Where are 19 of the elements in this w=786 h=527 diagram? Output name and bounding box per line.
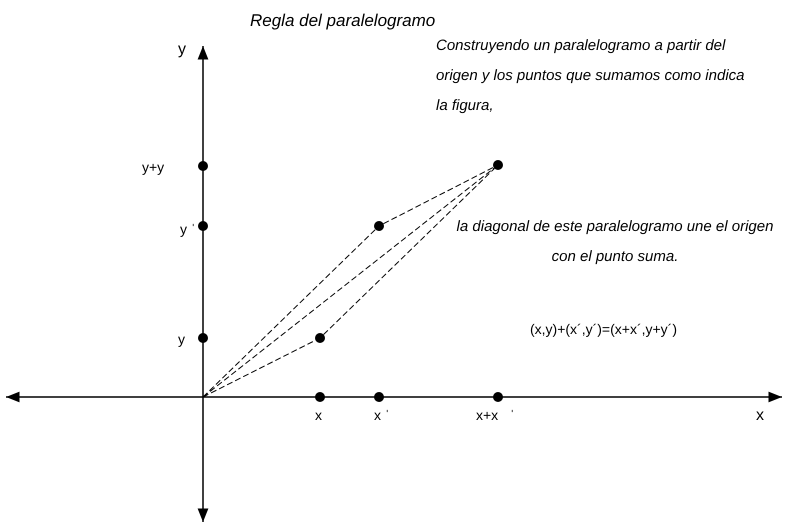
axis-label: x	[756, 408, 764, 424]
tick-label: x+x ˈ	[476, 408, 515, 422]
formula-text: (x,y)+(x´,y´)=(x+x´,y+y´)	[530, 322, 677, 336]
diagram-title: Regla del paralelogramo	[250, 12, 436, 29]
tick-label: y ˈ	[180, 222, 196, 236]
tick-label: y+y	[142, 160, 164, 174]
point-dot	[374, 221, 384, 231]
axis-label: y	[178, 42, 186, 58]
dashed-line	[382, 166, 494, 224]
dashed-line	[202, 168, 495, 398]
dashed-line	[323, 168, 495, 336]
note-text: Construyendo un paralelogramo a partir del origen y los puntos que sumamos como indica la figura,	[436, 36, 746, 116]
dashed-line	[202, 228, 376, 398]
point-dot	[315, 333, 325, 343]
tick-label: x ˈ	[374, 408, 390, 422]
tick-label: y	[178, 332, 185, 346]
note-text: la diagonal de este paralelogramo une el origen con el punto suma.	[456, 217, 774, 267]
tick-label: x	[315, 408, 322, 422]
point-dot	[493, 160, 503, 170]
